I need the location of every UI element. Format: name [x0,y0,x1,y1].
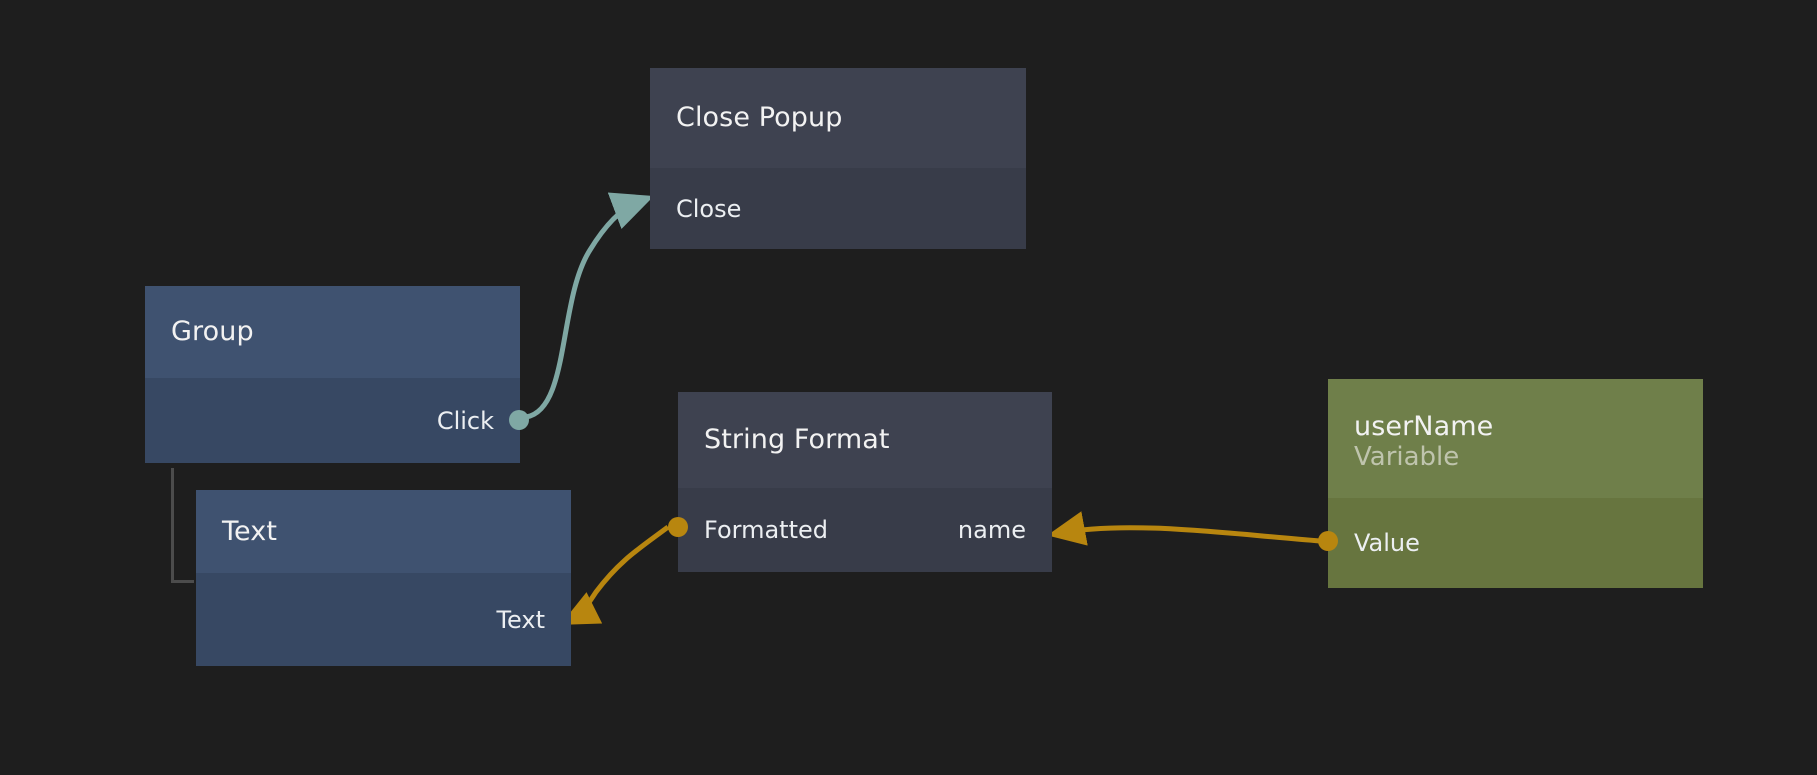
port-dot-string-format-formatted[interactable] [668,517,688,537]
port-label-text: Text [496,605,545,634]
node-close-popup-row-close[interactable]: Close [650,168,1026,249]
wire-username-value-to-string-format-name [1047,511,1321,546]
wire-string-format-to-text [560,524,670,625]
node-group-title: Group [171,316,254,348]
port-label-value: Value [1354,529,1420,557]
hierarchy-bracket-group-to-text [171,468,194,583]
node-username-variable[interactable]: userName Variable Value [1328,379,1703,588]
node-string-format[interactable]: String Format Formatted name [678,392,1052,572]
node-username-header[interactable]: userName Variable [1328,379,1703,498]
node-username-title: userName [1354,411,1494,443]
node-username-row-value[interactable]: Value [1328,498,1703,588]
port-label-formatted: Formatted [704,516,828,544]
port-dot-username-value[interactable] [1318,531,1338,551]
port-label-name: name [957,516,1026,544]
node-username-subtitle: Variable [1354,442,1460,473]
node-close-popup-header[interactable]: Close Popup [650,68,1026,168]
node-string-format-header[interactable]: String Format [678,392,1052,488]
port-dot-group-click[interactable] [509,410,529,430]
node-close-popup[interactable]: Close Popup Close [650,68,1026,249]
node-group[interactable]: Group Click [145,286,520,463]
node-text-header[interactable]: Text [196,490,571,573]
node-close-popup-title: Close Popup [676,102,843,134]
port-label-close: Close [676,194,742,223]
node-text-row-text[interactable]: Text [196,573,571,666]
node-text-title: Text [222,515,278,547]
node-string-format-title: String Format [704,424,890,456]
node-group-row-click[interactable]: Click [145,378,520,463]
wire-group-click-to-close-popup [525,192,654,420]
node-group-header[interactable]: Group [145,286,520,378]
node-string-format-row-ports[interactable]: Formatted name [678,488,1052,572]
port-label-click: Click [436,406,494,435]
node-text[interactable]: Text Text [196,490,571,666]
